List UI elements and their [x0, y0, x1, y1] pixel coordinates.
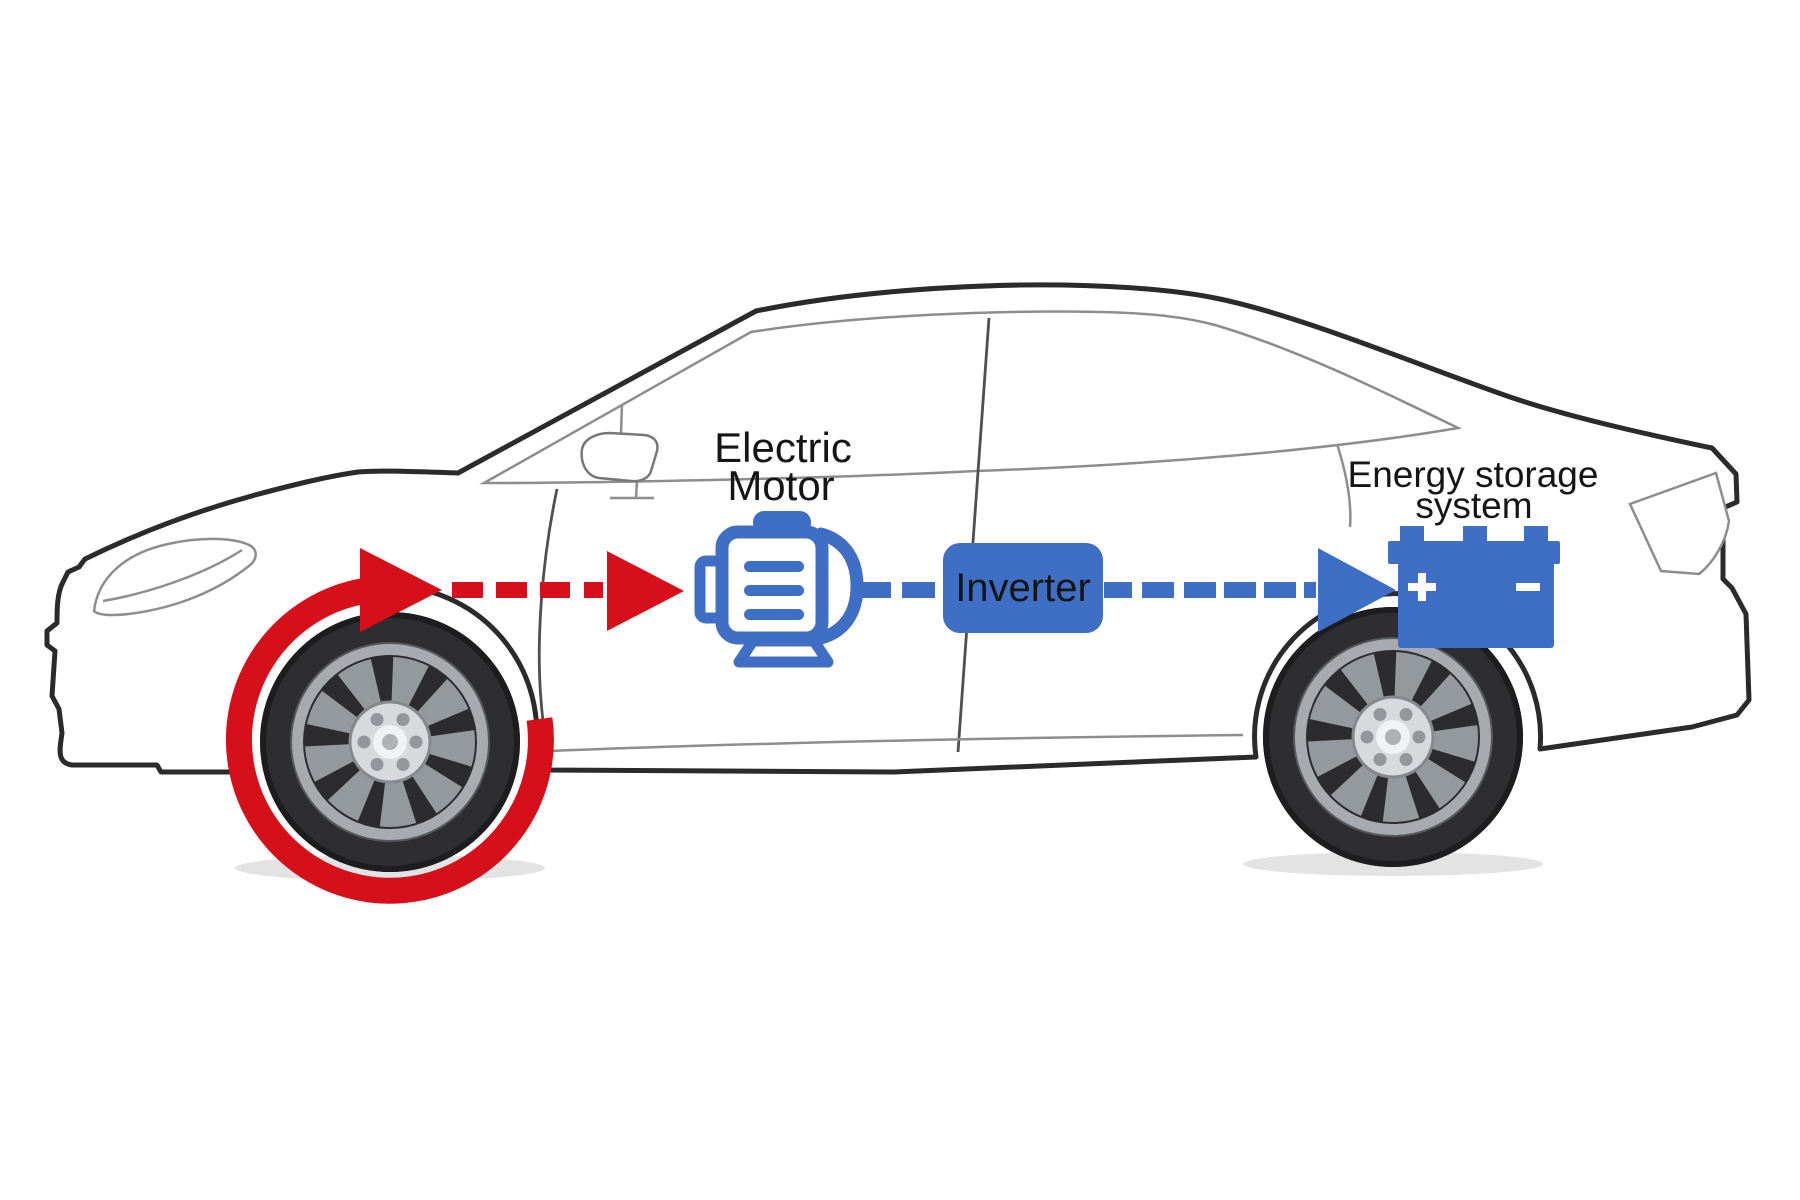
electric-motor-label-line1: Electric: [714, 424, 852, 471]
inverter-label: Inverter: [955, 566, 1091, 610]
door-bottom-seam: [548, 733, 1244, 753]
battery-minus-icon: [1516, 583, 1540, 591]
inverter-box: Inverter: [943, 543, 1103, 633]
front-door-seam: [537, 488, 559, 758]
b-pillar-seam: [956, 317, 991, 753]
rear-door-seam: [1335, 443, 1352, 528]
motor-end-bell: [814, 527, 864, 645]
taillight-icon: [1628, 471, 1731, 576]
front-wheel: [260, 612, 520, 872]
headlight-icon: [92, 537, 257, 617]
red-flow-arrowhead: [607, 551, 684, 631]
red-energy-flow-arrow-icon: [452, 551, 684, 631]
battery-icon: [1388, 526, 1560, 648]
electric-motor-icon: [694, 511, 864, 668]
electric-motor-label-line2: Motor: [727, 462, 834, 509]
energy-storage-label-line1: Energy storage: [1348, 454, 1599, 495]
side-mirror-icon: [580, 403, 659, 500]
blue-energy-flow-arrow-icon: [858, 548, 1396, 632]
energy-storage-label-line2: system: [1415, 485, 1532, 526]
window-beltline: [479, 310, 1463, 485]
wheel-rotation-arrow-icon: [225, 548, 554, 904]
blue-flow-arrowhead: [1318, 548, 1396, 632]
rotation-arrowhead: [360, 548, 442, 632]
